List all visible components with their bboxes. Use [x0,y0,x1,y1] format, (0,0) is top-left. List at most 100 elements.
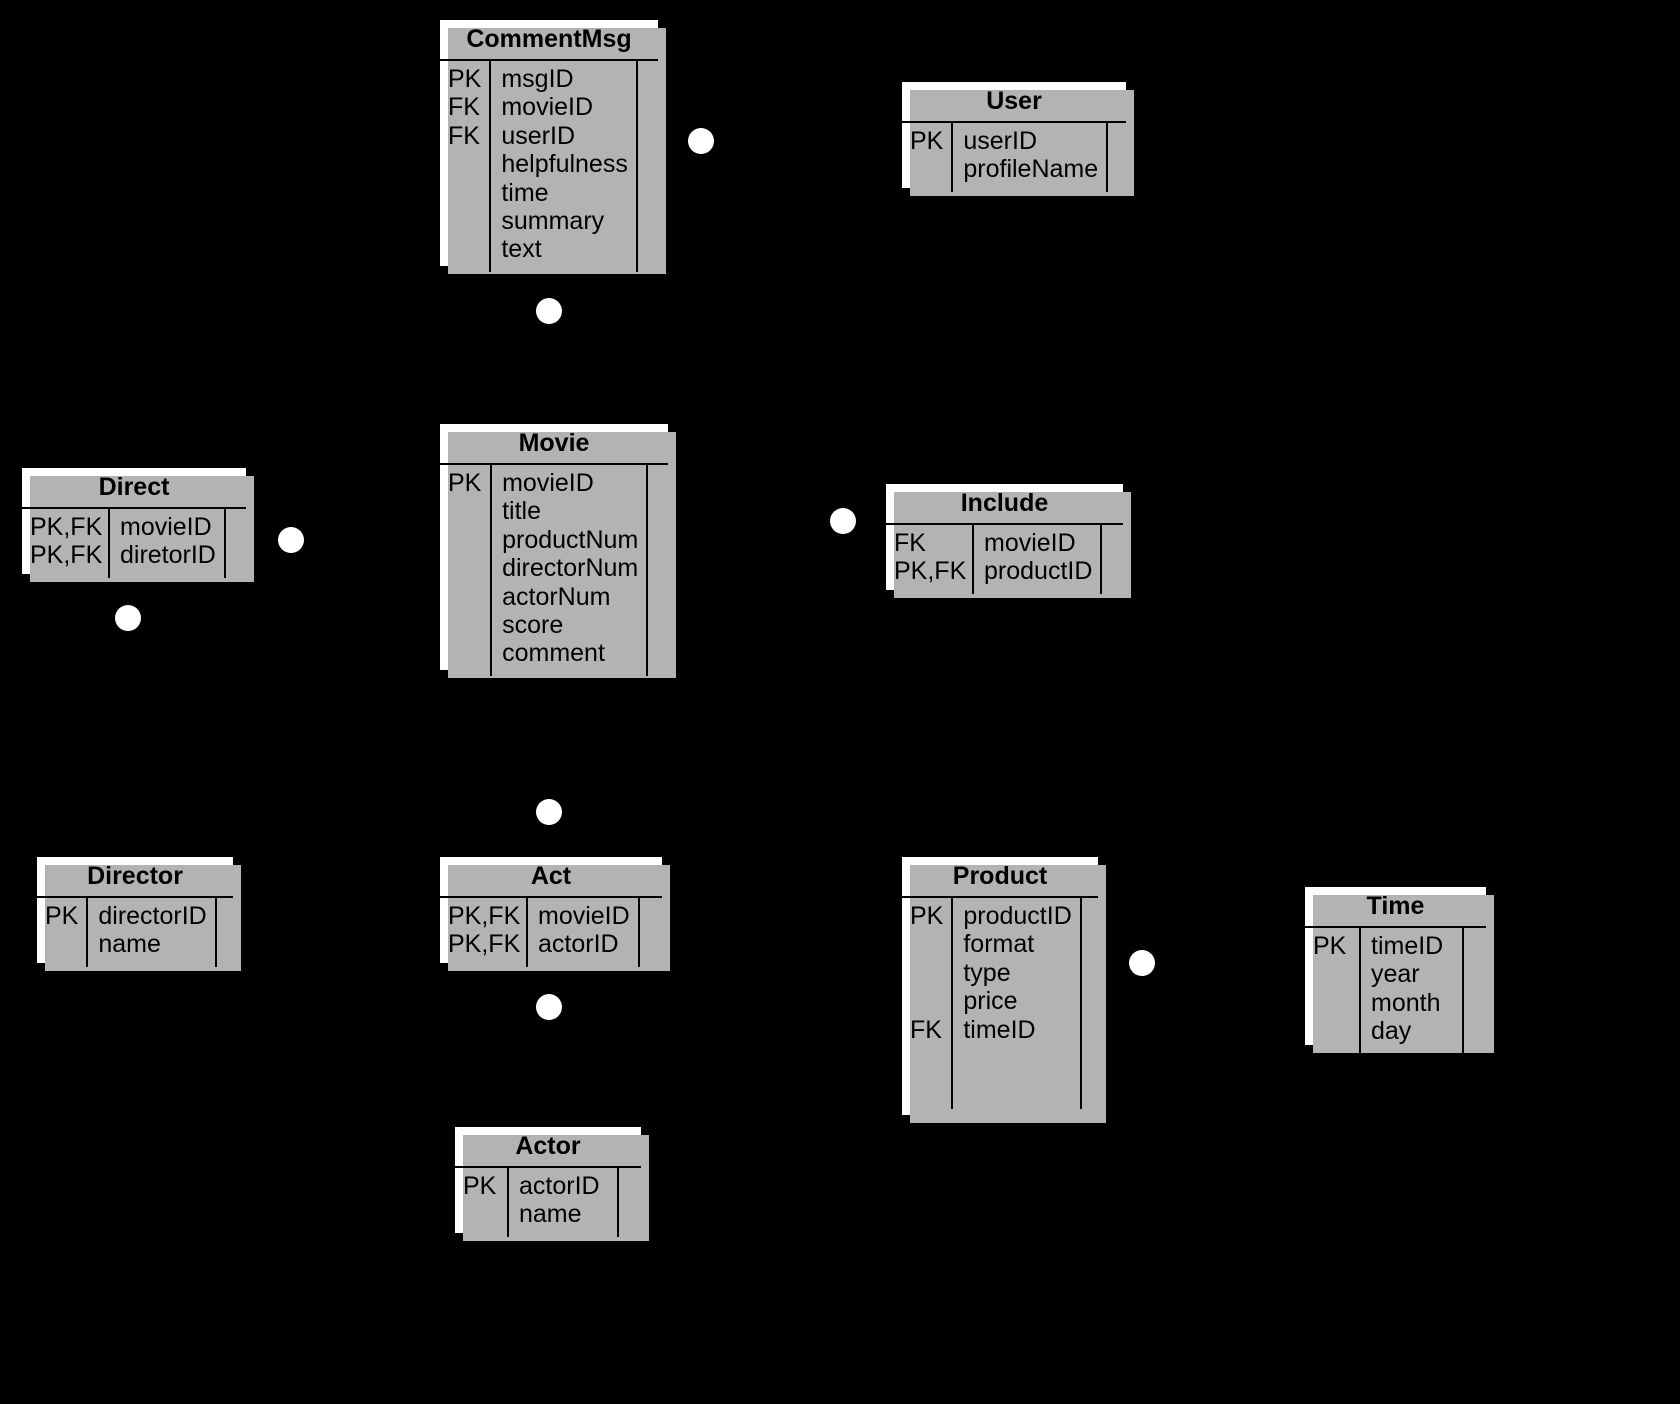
entity-title: Director [87,862,183,890]
entity-user[interactable]: UserPKxuserIDprofileName [900,80,1134,196]
entity-movie[interactable]: MoviePKxxxxxxmovieIDtitleproductNumdirec… [438,422,676,678]
entity-attribute-list: PKxxxtimeIDyearmonthday [1305,926,1486,1054]
entity-attribute-list: PKxxxFKxxproductIDformattypepricetimeIDx… [902,896,1098,1109]
key-cell: PK,FK [448,930,521,959]
attribute-tail-column [638,898,662,967]
attribute-cell: movieID [120,513,212,541]
attribute-cell: movieID [502,469,594,497]
entity-shadow [894,492,1131,598]
attribute-cell: msgID [501,65,574,93]
entity-title: Direct [98,473,170,501]
entity-shadow [30,476,254,582]
key-cell: PK,FK [894,557,967,586]
key-cell: PK,FK [448,902,521,930]
key-column: PKx [902,123,954,192]
attribute-cell: title [502,497,541,526]
key-cell: FK [448,93,480,122]
crows-foot-prong [1100,961,1130,965]
attribute-cell: directorID [98,902,207,930]
entity-shadow [448,28,666,274]
key-cell: FK [894,529,926,557]
rel-direct-director-circle [115,605,141,631]
key-column: PKxxxFKxx [902,898,954,1109]
attribute-cell: movieID [538,902,630,930]
entity-time[interactable]: TimePKxxxtimeIDyearmonthday [1303,885,1494,1054]
attribute-tail-column [223,509,246,578]
attribute-cell: day [1371,1017,1412,1046]
entity-shadow [910,865,1106,1123]
entity-title: Act [530,862,572,890]
entity-attribute-list: PKxactorIDname [455,1166,641,1237]
entity-actor[interactable]: ActorPKxactorIDname [453,1125,649,1241]
attribute-cell: diretorID [120,541,216,570]
rel-act-movie-circle [536,799,562,825]
attribute-cell: format [963,930,1035,959]
attribute-cell: text [501,235,542,264]
key-cell: PK,FK [30,513,103,541]
attribute-tail-column [646,465,668,676]
entity-title: Movie [518,429,590,457]
entity-shadow [910,90,1134,196]
entity-attribute-list: PKxxxxxxmovieIDtitleproductNumdirectorNu… [440,463,668,676]
key-cell: PK [463,1172,497,1200]
rel-include-bar-marker [972,604,1004,608]
attribute-cell: movieID [984,529,1076,557]
key-cell: FK [910,1015,942,1044]
rel-commentmsg-user-circle [688,128,714,154]
attribute-tail-column [1100,525,1123,594]
crows-foot-prong [660,138,690,142]
attribute-cell: price [963,987,1018,1016]
entity-commentmsg[interactable]: CommentMsgPKFKFKxxxxmsgIDmovieIDuserIDhe… [438,18,666,274]
rel-include-movie-circle [830,508,856,534]
entity-title: Include [960,489,1049,517]
attribute-cell: month [1371,988,1441,1017]
entity-product[interactable]: ProductPKxxxFKxxproductIDformattypeprice… [900,855,1106,1123]
attribute-cell: summary [501,206,605,235]
key-cell: PK [448,469,482,497]
attribute-cell: timeID [963,1015,1036,1044]
attribute-cell: productID [963,902,1072,930]
attribute-cell: profileName [963,155,1099,184]
attribute-cell: timeID [1371,932,1444,960]
key-column: PKFKFKxxxx [440,61,492,272]
attribute-cell: movieID [501,93,594,122]
key-cell: PK [448,65,482,93]
key-cell: PK [1313,932,1347,960]
attribute-cell: userID [963,127,1037,155]
attribute-tail-column [1462,928,1486,1054]
entity-attribute-list: PKxdirectorIDname [37,896,233,967]
attribute-cell: type [963,958,1011,987]
key-column: PKx [37,898,89,967]
rel-product-time-circle [1129,950,1155,976]
attribute-tail-column [1079,898,1098,1109]
key-column: PKxxx [1305,928,1361,1054]
entity-attribute-list: PKFKFKxxxxmsgIDmovieIDuserIDhelpfulnesst… [440,59,658,272]
entity-title: User [986,87,1042,115]
attribute-cell: productID [984,557,1093,586]
attribute-cell: actorNum [502,582,611,611]
key-column: PKx [455,1168,509,1237]
rel-movie-right-stub [670,512,684,516]
attribute-cell: helpfulness [501,150,628,179]
key-cell: PK,FK [30,541,103,570]
attribute-tail-column [635,61,658,272]
entity-title: Product [952,862,1048,890]
entity-director[interactable]: DirectorPKxdirectorIDname [35,855,241,971]
attribute-column: productIDformattypepricetimeIDxx [953,898,1079,1109]
